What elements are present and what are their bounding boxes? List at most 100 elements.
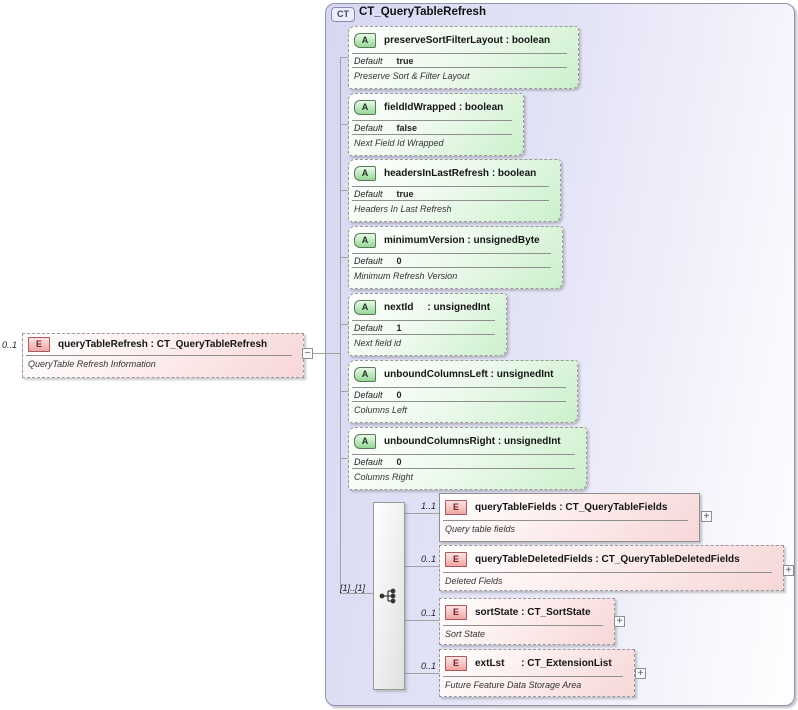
attribute-title: fieldIdWrapped : boolean (384, 101, 504, 113)
attribute-description: Next field id (354, 338, 402, 348)
connector-line (403, 566, 439, 567)
divider (26, 355, 292, 356)
attribute-icon: A (354, 299, 376, 315)
divider (443, 625, 603, 626)
element-cardinality: 1..1 (420, 501, 436, 511)
connector-line (340, 458, 348, 459)
divider (352, 401, 566, 402)
divider (352, 253, 551, 254)
connector-line (340, 593, 373, 594)
attribute-title: preserveSortFilterLayout : boolean (384, 34, 551, 46)
element-queryTableRefresh[interactable]: E queryTableRefresh : CT_QueryTableRefre… (22, 333, 304, 378)
attribute-icon: A (354, 433, 376, 449)
connector-line (313, 353, 325, 354)
connector-spine (340, 57, 341, 594)
default-value: true (396, 55, 414, 66)
divider (352, 454, 575, 455)
default-value: 0 (396, 389, 402, 400)
default-value: 0 (396, 456, 402, 467)
divider (352, 200, 549, 201)
complex-type-icon: CT (331, 7, 355, 22)
element-description: Query table fields (445, 524, 516, 534)
element-title: queryTableDeletedFields : CT_QueryTableD… (475, 553, 740, 565)
default-label: Default (354, 456, 383, 467)
attribute-description: Minimum Refresh Version (354, 271, 458, 281)
divider (443, 676, 623, 677)
divider (352, 134, 512, 135)
default-label: Default (354, 255, 383, 266)
connector-line (340, 324, 348, 325)
expand-button[interactable]: + (701, 511, 712, 522)
element-description: Deleted Fields (445, 576, 503, 586)
element-cardinality: 0..1 (420, 608, 436, 618)
default-value: true (396, 188, 414, 199)
default-value: false (396, 122, 418, 133)
divider (352, 120, 512, 121)
connector-line (403, 620, 439, 621)
attribute-description: Preserve Sort & Filter Layout (354, 71, 470, 81)
expand-button[interactable]: + (783, 565, 794, 576)
default-label: Default (354, 322, 383, 333)
attribute-description: Next Field Id Wrapped (354, 138, 444, 148)
element-icon: E (28, 337, 50, 352)
divider (352, 468, 575, 469)
divider (352, 67, 567, 68)
divider (352, 186, 549, 187)
sequence-group[interactable] (373, 502, 405, 690)
complex-type-title: CT_QueryTableRefresh (359, 6, 486, 18)
attribute-icon: A (354, 165, 376, 181)
divider (352, 267, 551, 268)
attribute-icon: A (354, 232, 376, 248)
divider (352, 387, 566, 388)
attribute-title: unboundColumnsLeft : unsignedInt (384, 368, 554, 380)
attribute-title: unboundColumnsRight : unsignedInt (384, 435, 561, 447)
connector-line (340, 257, 348, 258)
element-description: Future Feature Data Storage Area (445, 680, 582, 690)
element-description: Sort State (445, 629, 486, 639)
default-value: 0 (396, 255, 402, 266)
attribute-title: headersInLastRefresh : boolean (384, 167, 537, 179)
default-label: Default (354, 389, 383, 400)
element-icon: E (445, 655, 467, 671)
connector-line (403, 673, 439, 674)
attribute-icon: A (354, 32, 376, 48)
connector-line (340, 124, 348, 125)
attribute-description: Headers In Last Refresh (354, 204, 452, 214)
element-title: queryTableFields : CT_QueryTableFields (475, 501, 668, 513)
expand-button[interactable]: + (635, 668, 646, 679)
connector-line (325, 353, 340, 354)
element-icon: E (445, 499, 467, 515)
element-header: E queryTableRefresh : CT_QueryTableRefre… (23, 334, 303, 355)
divider (352, 334, 495, 335)
element-icon: E (445, 551, 467, 567)
divider (352, 53, 567, 54)
sequence-cardinality: [1]..[1] (340, 583, 366, 593)
attribute-title: nextId : unsignedInt (384, 301, 491, 313)
collapse-button[interactable]: − (302, 348, 313, 359)
element-title: extLst : CT_ExtensionList (475, 657, 612, 669)
element-title: sortState : CT_SortState (475, 606, 591, 618)
attribute-icon: A (354, 99, 376, 115)
element-cardinality: 0..1 (420, 554, 436, 564)
element-cardinality: 0..1 (420, 661, 436, 671)
attribute-description: Columns Left (354, 405, 408, 415)
element-description: QueryTable Refresh Information (28, 359, 156, 369)
attribute-title: minimumVersion : unsignedByte (384, 234, 540, 246)
attribute-description: Columns Right (354, 472, 414, 482)
connector-line (340, 190, 348, 191)
expand-button[interactable]: + (614, 616, 625, 627)
root-cardinality: 0..1 (2, 340, 18, 350)
default-label: Default (354, 122, 383, 133)
